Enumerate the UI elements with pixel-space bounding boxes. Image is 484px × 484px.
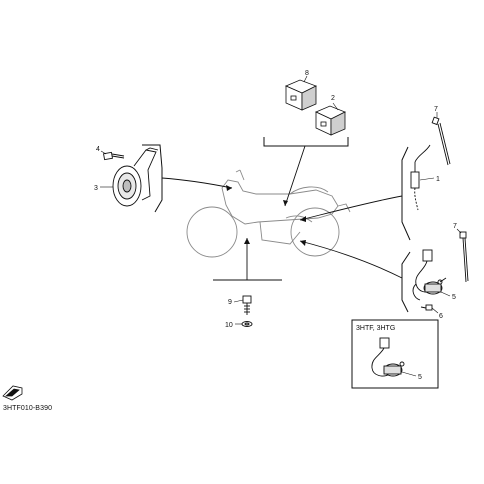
callout-label: 7	[453, 223, 457, 230]
relay-leader-line	[284, 145, 306, 207]
callout-6: 6	[431, 307, 443, 320]
callout-label: 5	[418, 374, 422, 381]
callout-label: 1	[436, 176, 440, 183]
callout-label: 4	[96, 146, 100, 153]
motorcycle-outline	[186, 169, 351, 258]
bolt-and-washer	[241, 295, 253, 327]
callout-label: 6	[439, 313, 443, 320]
callout-7-upper: 7	[434, 106, 438, 118]
callout-label: 9	[228, 299, 232, 306]
switch-leader-line	[299, 240, 403, 279]
horn-leader-line	[161, 177, 233, 189]
callout-4: 4	[96, 146, 107, 155]
callout-label: 2	[331, 95, 335, 102]
diagram-reference-code: 3HTF010-B390	[3, 405, 53, 412]
callout-2: 2	[331, 95, 339, 111]
callout-8: 8	[303, 70, 309, 83]
callout-label: 10	[225, 322, 233, 329]
callout-1: 1	[419, 176, 440, 183]
inset-model-label: 3HTF, 3HTG	[356, 325, 395, 332]
callout-3: 3	[94, 185, 113, 192]
horn-assembly	[103, 147, 159, 207]
sensor-leader-line	[299, 195, 403, 221]
relay-lower	[315, 105, 346, 136]
switch-assembly	[412, 231, 469, 311]
callout-9: 9	[228, 299, 244, 306]
sensor-assembly	[410, 116, 451, 211]
callout-label: 7	[434, 106, 438, 113]
callout-label: 5	[452, 294, 456, 301]
model-variant-inset	[351, 319, 439, 389]
relay-upper	[284, 79, 317, 111]
callout-label: 3	[94, 185, 98, 192]
callout-5-inset: 5	[401, 371, 422, 381]
callout-10: 10	[225, 322, 242, 329]
front-direction-arrow-icon	[2, 385, 23, 401]
relay-bracket-frame	[263, 137, 349, 147]
callout-label: 8	[305, 70, 309, 77]
callout-7-lower: 7	[453, 223, 462, 234]
callout-5-main: 5	[440, 291, 456, 301]
sensor-bracket-frame	[401, 146, 411, 241]
horn-bracket-frame	[142, 144, 163, 213]
switch-bracket-frame	[401, 251, 411, 313]
